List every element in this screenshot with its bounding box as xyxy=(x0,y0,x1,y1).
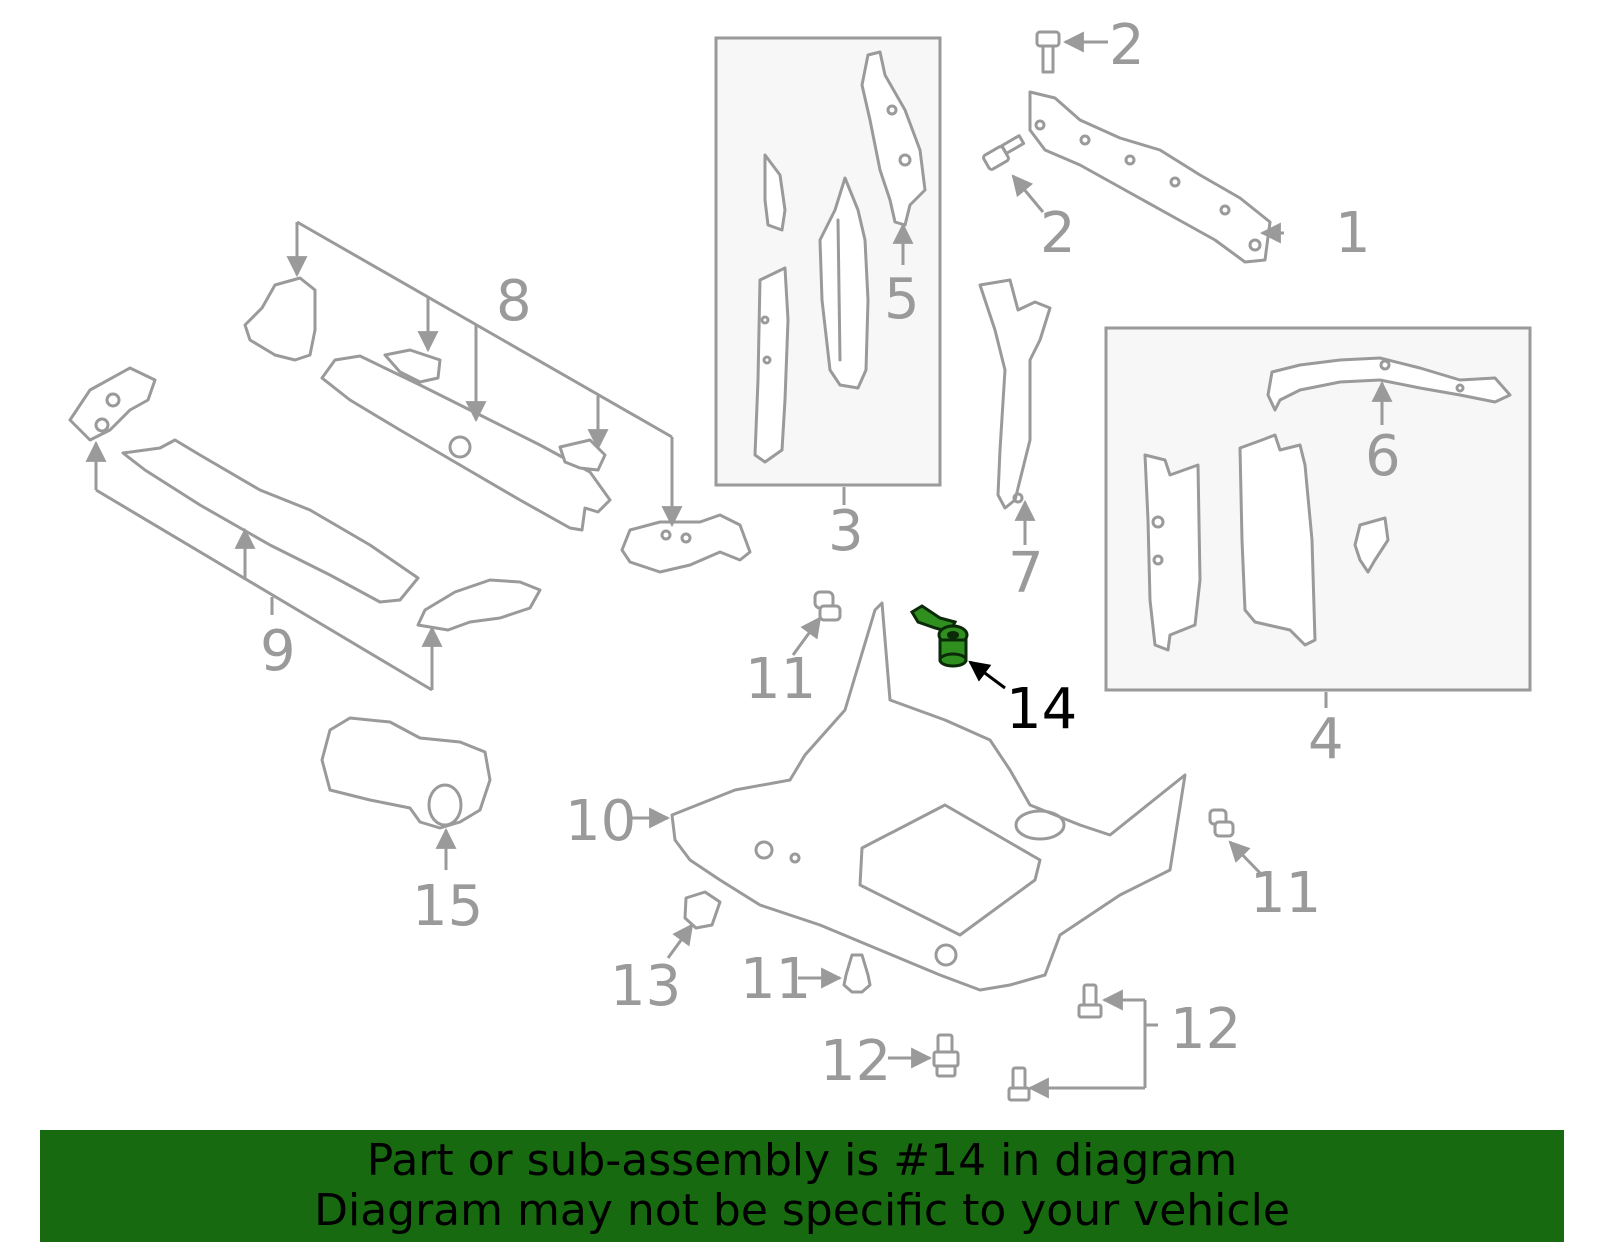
callout-2-lower: 2 xyxy=(1040,201,1076,266)
callout-7: 7 xyxy=(1008,541,1044,606)
part-9-components xyxy=(68,366,542,632)
callout-8: 8 xyxy=(496,269,532,334)
part-11-clip-upper xyxy=(813,590,842,622)
part-11-clip-lower xyxy=(842,953,872,994)
part-1-radiator-support-upper xyxy=(1028,90,1272,264)
callout-3: 3 xyxy=(828,499,864,564)
notice-line-1: Part or sub-assembly is #14 in diagram xyxy=(366,1135,1238,1186)
part-13-clip xyxy=(683,890,722,930)
part-6-cross-member xyxy=(1266,356,1512,412)
part-5-bracket xyxy=(860,50,927,227)
callout-4: 4 xyxy=(1308,707,1344,772)
callout-12-right: 12 xyxy=(1170,997,1241,1062)
callout-14-highlighted: 14 xyxy=(1006,677,1077,742)
callout-2-top: 2 xyxy=(1109,13,1145,78)
part-3-components xyxy=(753,153,870,464)
part-12-bolt-b xyxy=(932,1033,960,1078)
part-12-bolt-a xyxy=(1077,983,1103,1019)
notice-banner: Part or sub-assembly is #14 in diagram D… xyxy=(40,1130,1564,1242)
part-11-clip-right xyxy=(1208,808,1235,838)
part-7-support-bracket xyxy=(978,278,1052,510)
callout-6: 6 xyxy=(1365,424,1401,489)
part-2-bolt-upper xyxy=(1035,30,1061,74)
callout-10: 10 xyxy=(565,789,636,854)
callout-11-upper: 11 xyxy=(745,647,816,712)
part-4-components xyxy=(1143,433,1390,652)
callout-11-right: 11 xyxy=(1250,861,1321,926)
part-12-bolt-c xyxy=(1007,1066,1031,1102)
callout-1: 1 xyxy=(1335,201,1371,266)
callout-12-left: 12 xyxy=(820,1029,891,1094)
callout-9: 9 xyxy=(260,619,296,684)
callout-13: 13 xyxy=(610,954,681,1019)
callout-11-lower: 11 xyxy=(740,947,811,1012)
notice-line-2: Diagram may not be specific to your vehi… xyxy=(314,1185,1290,1236)
part-15-mount xyxy=(320,716,492,830)
callout-15: 15 xyxy=(412,874,483,939)
callout-5: 5 xyxy=(884,267,920,332)
part-10-under-cover xyxy=(670,601,1187,992)
part-14-highlighted-bracket xyxy=(909,604,969,668)
part-2-bolt-lower xyxy=(982,134,1026,171)
leader-lines xyxy=(85,31,1393,1099)
